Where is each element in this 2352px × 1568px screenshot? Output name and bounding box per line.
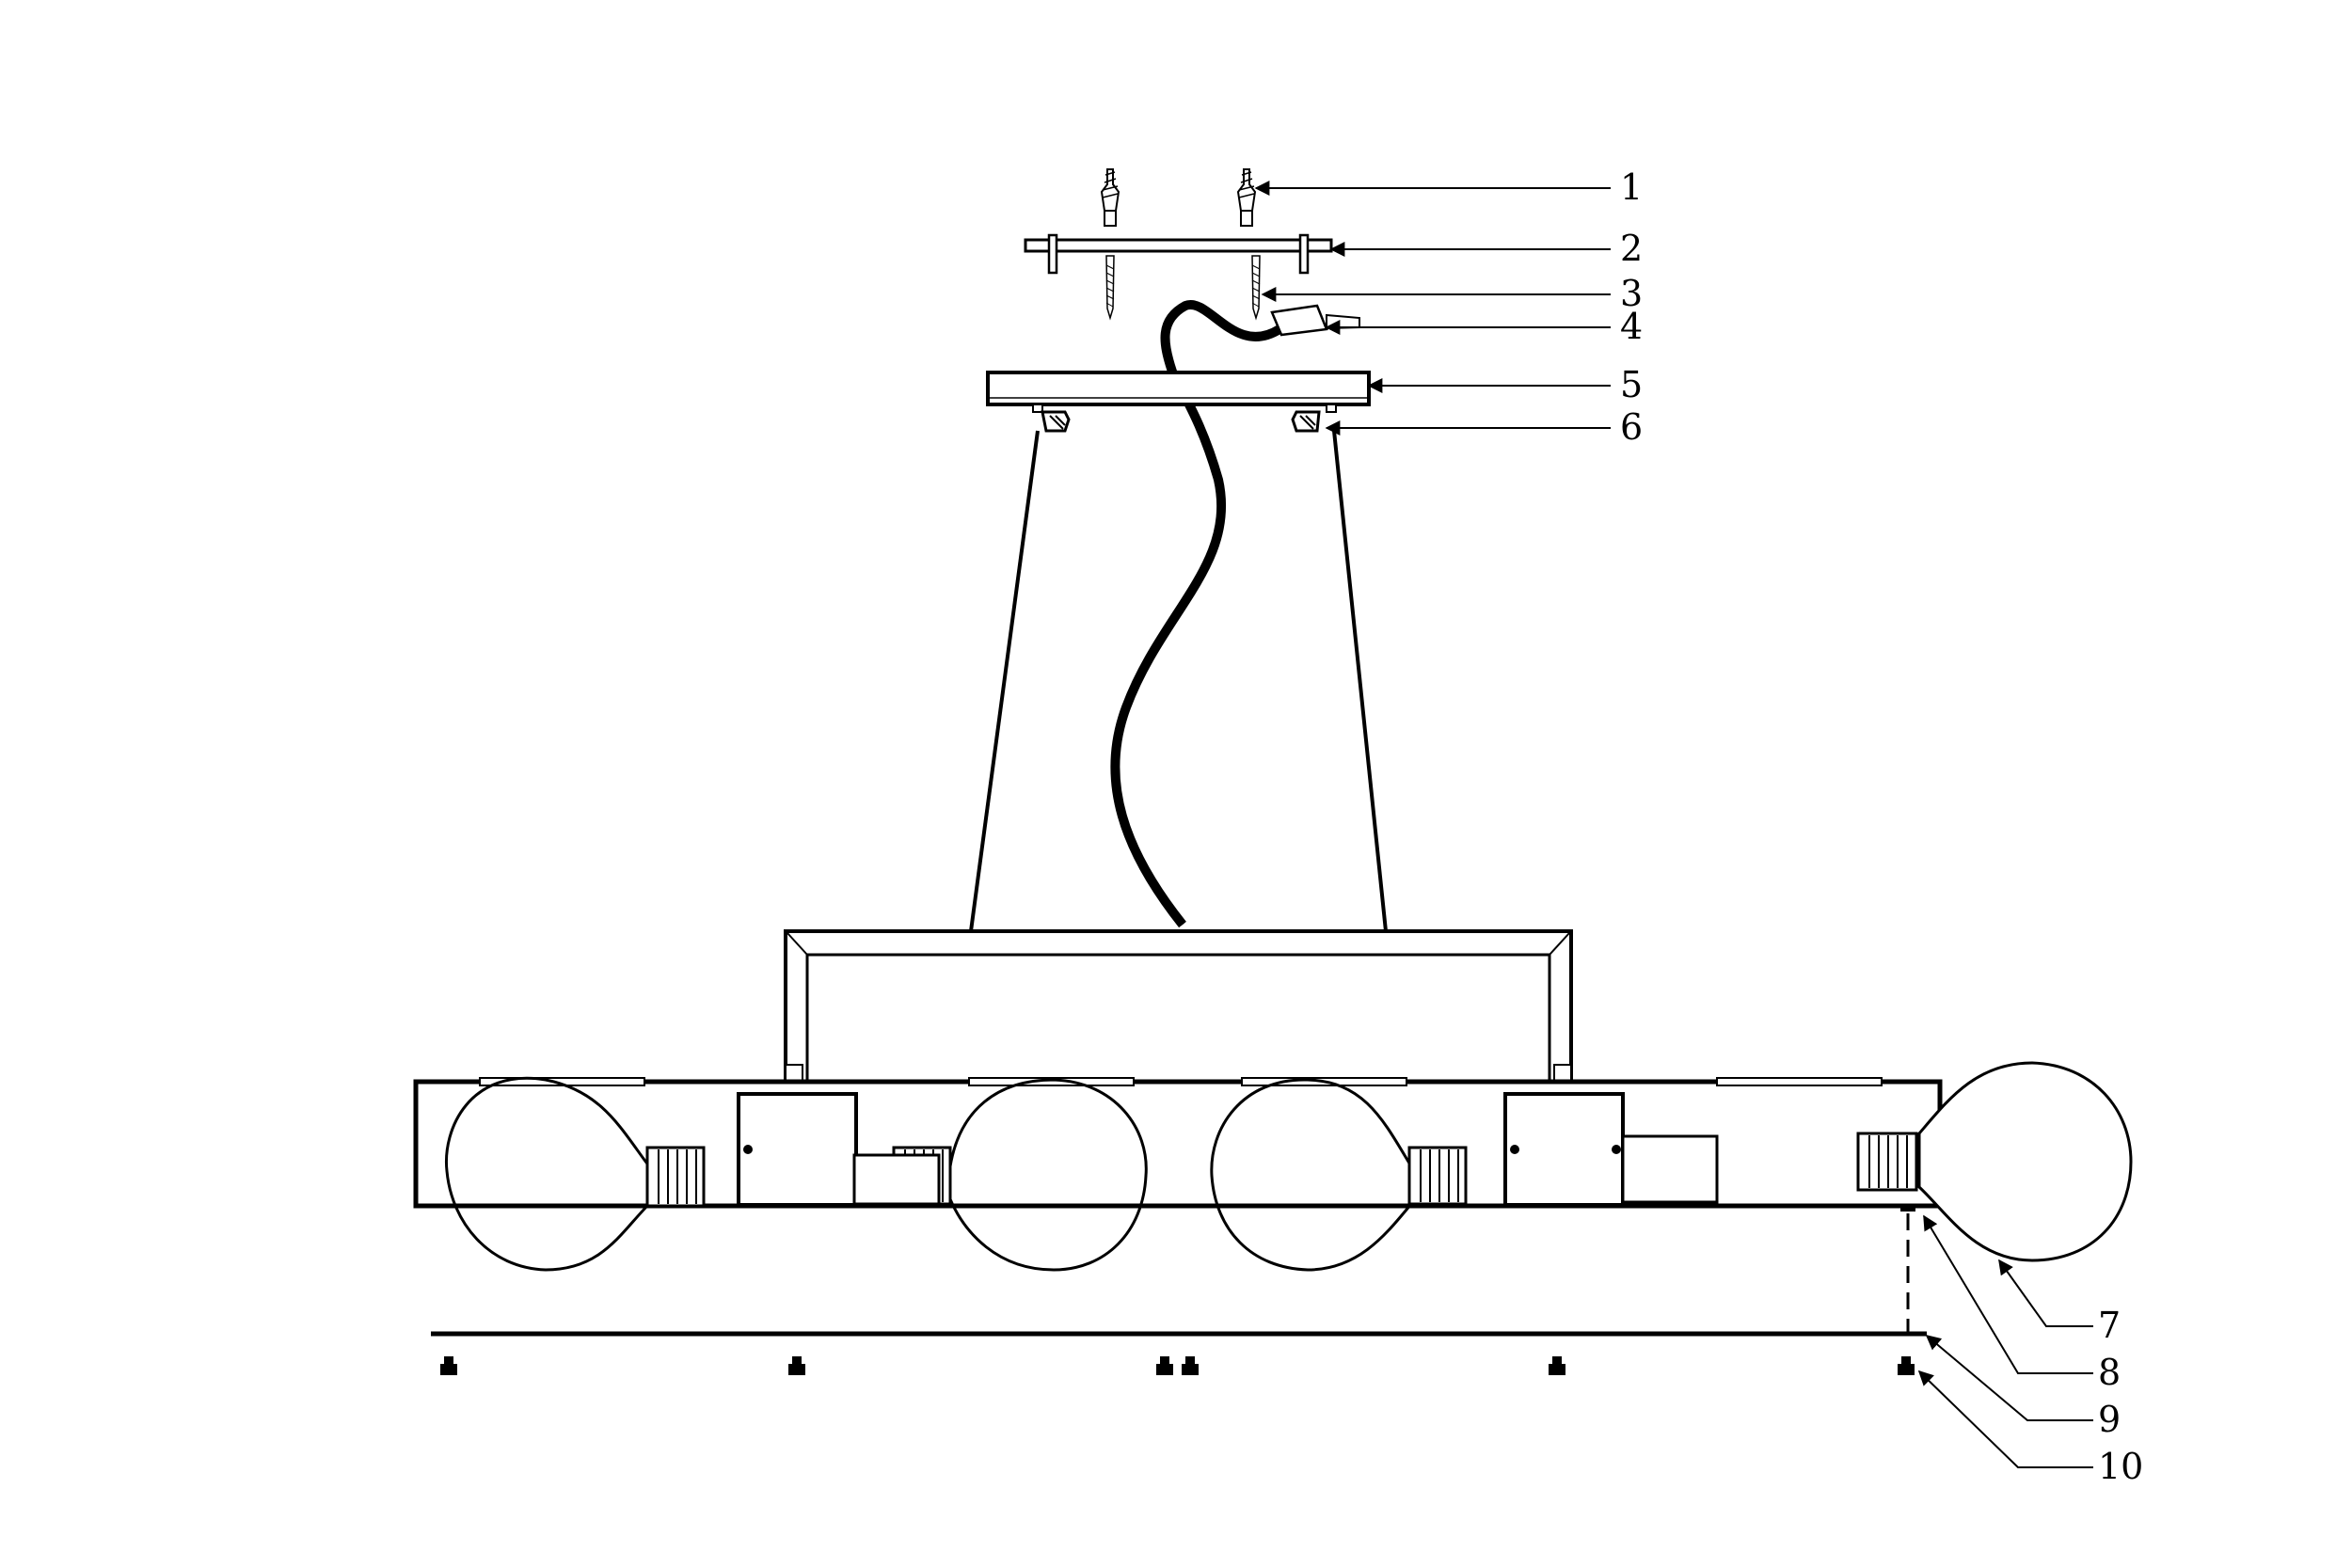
- canopy: [986, 371, 1371, 406]
- wire-connector: [1270, 304, 1360, 337]
- suspension-cables: [969, 430, 1388, 932]
- fixing-nut: [1900, 1204, 1915, 1336]
- junction-box-right: [1503, 1092, 1719, 1207]
- callout-1: 1: [1620, 166, 1643, 208]
- callout-6: 6: [1620, 406, 1643, 448]
- callout-5: 5: [1620, 364, 1643, 405]
- bottom-screws: [440, 1356, 1915, 1375]
- cable-grip-right: [1291, 404, 1337, 433]
- wall-anchor-left: [1101, 168, 1120, 227]
- callout-2: 2: [1620, 228, 1643, 269]
- callout-4: 4: [1620, 306, 1643, 347]
- wall-anchor-right: [1237, 168, 1256, 227]
- callout-3: 3: [1620, 273, 1643, 314]
- mounting-screw-right: [1251, 255, 1261, 319]
- callout-8: 8: [2098, 1352, 2121, 1393]
- bulb-3: [1210, 1078, 1468, 1272]
- leader-lines: [1254, 181, 2093, 1468]
- callout-9: 9: [2098, 1399, 2121, 1440]
- mounting-bracket: [1024, 233, 1333, 275]
- callout-10: 10: [2098, 1446, 2143, 1487]
- callout-7: 7: [2098, 1305, 2121, 1346]
- mounting-screw-left: [1105, 255, 1115, 319]
- power-cord: [1110, 300, 1282, 928]
- crossbar-frame: [784, 929, 1573, 1084]
- bulb-4: [1856, 1061, 2133, 1262]
- junction-box-left: [737, 1092, 941, 1207]
- cable-grip-left: [1032, 404, 1071, 433]
- bulb-1: [444, 1076, 706, 1272]
